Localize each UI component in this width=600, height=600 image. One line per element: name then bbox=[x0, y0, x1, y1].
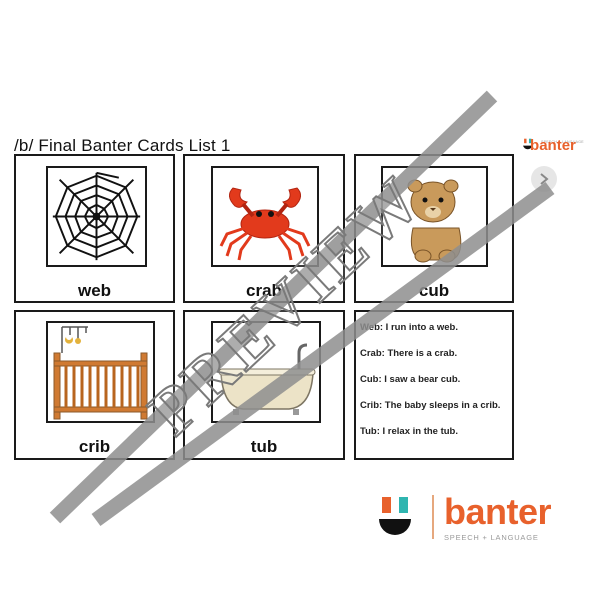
crib-icon bbox=[53, 326, 148, 420]
card-crab: crab bbox=[183, 154, 345, 303]
card-picture-frame bbox=[211, 321, 321, 423]
brand-text: banter SPEECH + LANGUAGE bbox=[444, 491, 552, 543]
next-page-button[interactable] bbox=[531, 166, 557, 192]
crab-icon bbox=[219, 187, 311, 261]
sentence-cub: Cub: I saw a bear cub. bbox=[360, 374, 461, 385]
card-picture-frame bbox=[381, 166, 488, 267]
card-word: crib bbox=[78, 437, 111, 456]
card-cub: cub bbox=[354, 154, 514, 303]
card-word: tub bbox=[250, 437, 278, 456]
sentence-list: Web: I run into a web. Crab: There is a … bbox=[360, 322, 508, 452]
bathtub-icon bbox=[218, 343, 316, 415]
card-word: cub bbox=[418, 281, 450, 300]
banter-logo-icon bbox=[523, 138, 533, 150]
card-picture-frame bbox=[46, 166, 147, 267]
card-tub: tub bbox=[183, 310, 345, 460]
sentence-crab: Crab: There is a crab. bbox=[360, 348, 458, 359]
sentence-card: Web: I run into a web. Crab: There is a … bbox=[354, 310, 514, 460]
small-logo-tagline: SPEECH + LANGUAGE bbox=[541, 140, 584, 144]
sentence-crib: Crib: The baby sleeps in a crib. bbox=[360, 400, 501, 411]
sentence-web: Web: I run into a web. bbox=[360, 322, 458, 333]
lion-cub-icon bbox=[407, 179, 462, 263]
logo-divider bbox=[432, 495, 434, 539]
banter-mark-icon bbox=[379, 497, 411, 535]
card-word: web bbox=[77, 281, 112, 300]
banter-logo: banter SPEECH + LANGUAGE bbox=[378, 491, 552, 543]
card-web: web bbox=[14, 154, 175, 303]
spider-web-icon bbox=[52, 171, 141, 261]
page-title: /b/ Final Banter Cards List 1 bbox=[14, 136, 231, 155]
chevron-right-icon bbox=[540, 173, 549, 185]
small-logo-word: banter bbox=[530, 137, 576, 154]
card-picture-frame bbox=[211, 166, 319, 267]
brand-tagline: SPEECH + LANGUAGE bbox=[444, 533, 539, 542]
sentence-tub: Tub: I relax in the tub. bbox=[360, 426, 458, 437]
card-word: crab bbox=[246, 281, 282, 300]
card-picture-frame bbox=[46, 321, 155, 423]
card-crib: crib bbox=[14, 310, 175, 460]
brand-name: banter bbox=[444, 491, 552, 532]
small-logo: banter SPEECH + LANGUAGE bbox=[522, 138, 584, 154]
